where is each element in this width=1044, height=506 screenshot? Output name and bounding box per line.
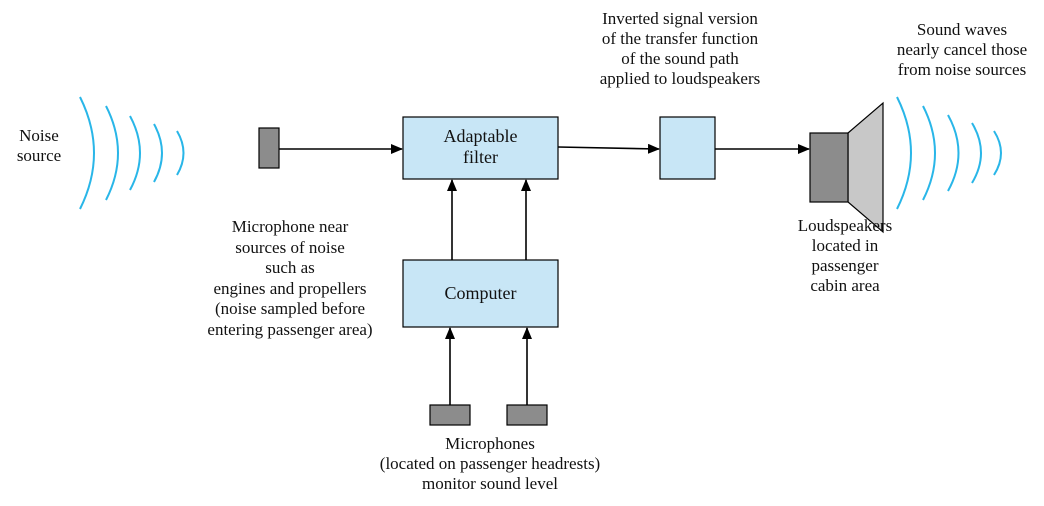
inverted-signal-label-line: of the transfer function (601, 29, 759, 48)
noise-wave-3 (129, 115, 141, 191)
sound-waves-label-line: from noise sources (897, 60, 1027, 79)
loudspeakers-label-line: cabin area (810, 276, 880, 295)
inverted-signal-label-line: applied to loudspeakers (599, 69, 761, 88)
sound-waves-label-line: nearly cancel those (896, 40, 1028, 59)
noise-microphone-label-line: (noise sampled before (214, 299, 366, 318)
noise-microphone-label-line: Microphone near (231, 217, 349, 236)
adaptable-filter-label: Adaptable filter (403, 126, 558, 168)
cancel-sound-waves-icon (896, 96, 1002, 210)
cancel-wave-2 (922, 105, 936, 201)
noise-source-label-line: source (16, 146, 62, 165)
noise-microphone-label: Microphone near sources of noise such as… (190, 217, 390, 340)
noise-microphone-label-line: sources of noise (235, 237, 345, 257)
microphones-label-line: (located on passenger headrests) (379, 454, 601, 473)
headrest-microphone-right-icon (506, 404, 548, 426)
noise-wave-5 (176, 130, 185, 176)
cancel-wave-3 (947, 114, 960, 192)
noise-source-label-line: Noise (19, 126, 59, 145)
cancel-wave-5 (993, 130, 1002, 176)
noise-microphone-label-line: entering passenger area) (207, 319, 373, 339)
computer-label: Computer (403, 283, 558, 304)
headrest-microphone-left-icon (429, 404, 471, 426)
loudspeaker-body (809, 132, 849, 203)
noise-microphone-label-line: such as (265, 258, 315, 277)
sound-waves-label: Sound waves nearly cancel those from noi… (877, 20, 1044, 80)
noise-wave-4 (153, 123, 163, 183)
noise-source-waves-icon (79, 96, 185, 210)
loudspeakers-label-line: passenger (811, 256, 879, 275)
loudspeaker-cone (847, 101, 884, 234)
adaptable-filter-label-line: filter (463, 147, 498, 167)
inverted-signal-box (659, 116, 716, 180)
adaptable-filter-label-line: Adaptable (443, 126, 518, 146)
computer-box (402, 259, 559, 328)
microphones-label-line: Microphones (445, 434, 535, 453)
loudspeaker-icon (809, 101, 884, 234)
noise-microphone-icon (258, 127, 280, 169)
noise-source-label: Noise source (8, 126, 70, 166)
cancel-wave-1 (896, 96, 912, 210)
inverted-signal-label-line: Inverted signal version (602, 9, 758, 28)
signal-arrows (279, 143, 810, 405)
adaptable-filter-box (402, 116, 559, 180)
cancel-wave-4 (971, 122, 982, 184)
noise-wave-1 (79, 96, 95, 210)
arrow-filter-to-inverter (557, 143, 660, 154)
inverted-signal-label: Inverted signal version of the transfer … (580, 9, 780, 89)
loudspeakers-label: Loudspeakers located in passenger cabin … (780, 216, 910, 296)
microphones-label-line: monitor sound level (422, 474, 558, 493)
noise-microphone-label-line: engines and propellers (213, 278, 367, 298)
inverted-signal-label-line: of the sound path (621, 49, 739, 68)
sound-waves-label-line: Sound waves (916, 20, 1008, 39)
loudspeakers-label-line: Loudspeakers (797, 216, 893, 235)
loudspeakers-label-line: located in (811, 236, 879, 255)
computer-label-line: Computer (444, 283, 517, 303)
noise-wave-2 (105, 105, 119, 201)
microphones-label: Microphones (located on passenger headre… (350, 434, 630, 494)
